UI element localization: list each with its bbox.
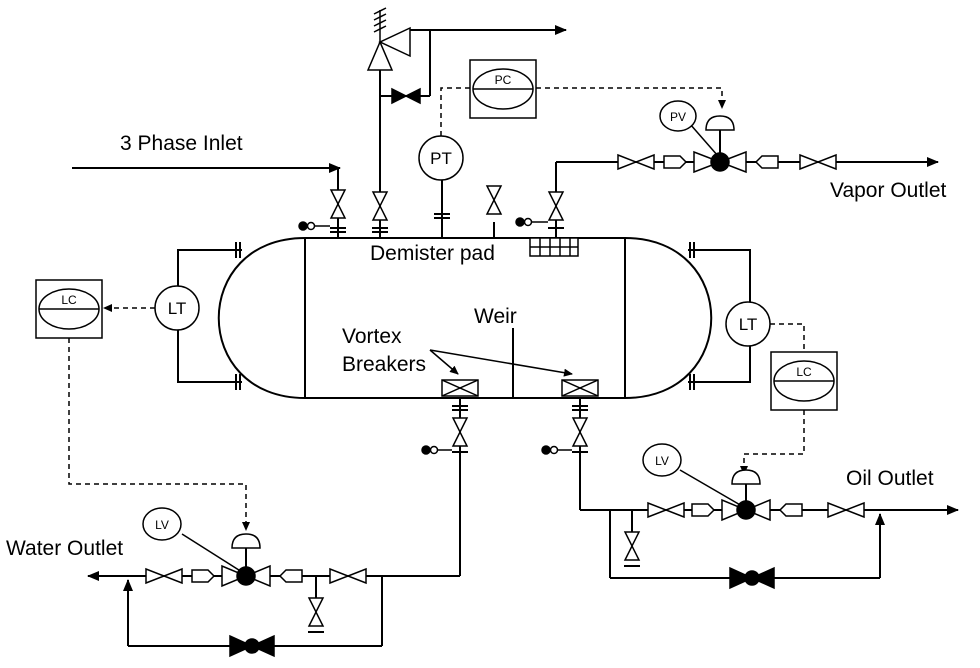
water-outlet-label: Water Outlet bbox=[6, 537, 123, 560]
vortex-breaker-right bbox=[561, 379, 599, 397]
demister-pad bbox=[529, 237, 579, 257]
vortex-label-line2: Breakers bbox=[342, 353, 426, 376]
water-drain-valve bbox=[307, 576, 325, 633]
lv-oil-tag: LV bbox=[655, 454, 669, 468]
separator-vessel bbox=[217, 237, 713, 399]
lt-to-lc-right-signal bbox=[770, 323, 805, 352]
pt-to-pc-signal bbox=[440, 87, 470, 136]
pv-actuator bbox=[705, 115, 735, 153]
vapor-line-valves bbox=[617, 150, 837, 174]
pc-tag: PC bbox=[495, 73, 512, 87]
inlet-valve bbox=[298, 189, 347, 233]
demister-label: Demister pad bbox=[370, 242, 495, 265]
pressure-transmitter: PT bbox=[418, 135, 464, 238]
lv-water-tag: LV bbox=[155, 518, 169, 532]
pressure-controller: PC bbox=[469, 59, 537, 119]
lc-to-lv-water-signal bbox=[68, 338, 250, 531]
level-transmitter-right: LT bbox=[725, 301, 771, 347]
lv-water-actuator bbox=[231, 533, 261, 567]
vortex-breaker-left bbox=[441, 379, 479, 397]
relief-valve bbox=[366, 7, 411, 71]
relief-isolation-valve bbox=[371, 191, 389, 233]
water-outlet-line bbox=[87, 398, 461, 581]
oil-outlet-line bbox=[579, 398, 959, 515]
oil-drain-valve bbox=[623, 510, 641, 567]
oil-isolation-valve bbox=[541, 405, 589, 455]
vortex-label-line1: Vortex bbox=[342, 325, 402, 348]
water-isolation-valve bbox=[421, 405, 469, 455]
inlet-label: 3 Phase Inlet bbox=[120, 132, 243, 155]
level-transmitter-left: LT bbox=[154, 285, 200, 331]
lv-oil-tag-bubble: LV bbox=[642, 443, 743, 507]
lc-left-tag: LC bbox=[61, 293, 77, 307]
oil-outlet-label: Oil Outlet bbox=[846, 467, 934, 490]
water-bypass bbox=[123, 576, 383, 658]
oil-bypass bbox=[609, 510, 885, 590]
level-controller-right: LC bbox=[770, 351, 838, 411]
lv-oil-actuator bbox=[731, 469, 761, 501]
pc-to-pv-signal bbox=[536, 87, 726, 109]
oil-line-valves bbox=[647, 498, 865, 522]
pv-tag: PV bbox=[670, 110, 686, 124]
lc-right-tag: LC bbox=[796, 365, 812, 379]
level-controller-left: LC bbox=[35, 279, 103, 339]
lv-water-tag-bubble: LV bbox=[142, 507, 243, 573]
lt-right-tag: LT bbox=[739, 315, 758, 334]
lc-to-lv-oil-signal bbox=[740, 410, 805, 475]
vapor-isolation-valve bbox=[515, 191, 565, 229]
lt-left-tag: LT bbox=[168, 299, 187, 318]
vortex-leader-lines bbox=[429, 349, 573, 377]
pv-tag-bubble: PV bbox=[659, 100, 719, 157]
top-drain-valve bbox=[485, 185, 503, 238]
pt-tag: PT bbox=[430, 149, 452, 168]
vapor-outlet-label: Vapor Outlet bbox=[830, 179, 947, 202]
weir-label: Weir bbox=[474, 305, 517, 328]
water-line-valves bbox=[145, 564, 367, 588]
relief-bypass-valve bbox=[391, 87, 421, 105]
